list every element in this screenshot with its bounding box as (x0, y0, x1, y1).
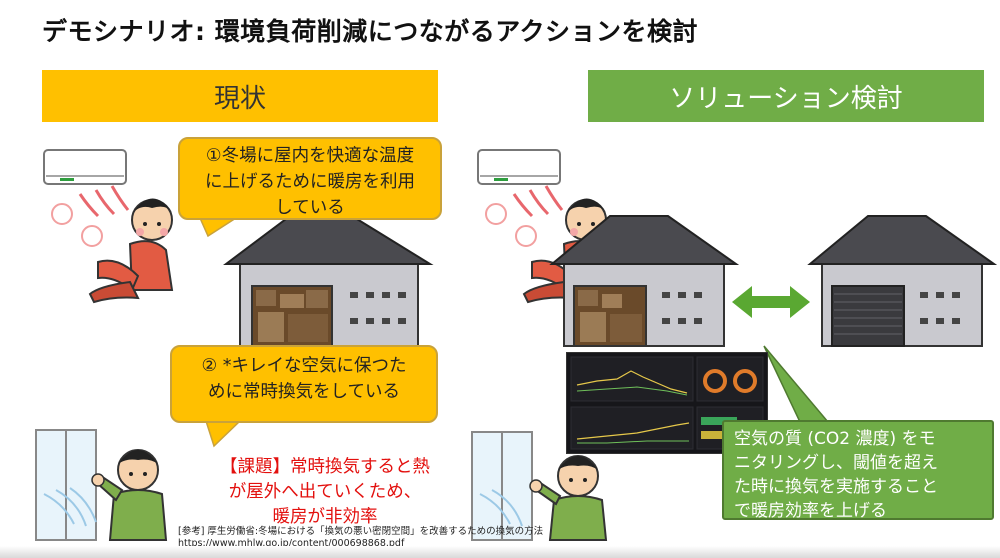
reference-note: [参考] 厚生労働省:冬場における「換気の悪い密閉空間」を改善するための換気の方… (178, 526, 543, 550)
solution-line: ニタリングし、閾値を超え (734, 453, 938, 473)
warehouse-icon (807, 215, 998, 347)
air-conditioner-icon (43, 149, 127, 185)
bottom-shadow (0, 546, 1000, 558)
reference-url: https://www.mhlw.go.jp/content/000698868… (178, 538, 405, 549)
reference-title: [参考] 厚生労働省:冬場における「換気の悪い密閉空間」を改善するための換気の方… (178, 526, 544, 537)
person-waving-icon (91, 449, 168, 541)
solution-line: 空気の質 (CO2 濃度) をモ (734, 429, 936, 449)
page-title: デモシナリオ: 環境負荷削減につながるアクションを検討 (42, 17, 698, 46)
speech-bubble-heating: ①冬場に屋内を快適な温度 に上げるために暖房を利用 している (178, 137, 442, 220)
person-relaxing-icon (88, 198, 174, 304)
bubble-line: ①冬場に屋内を快適な温度 (205, 146, 415, 166)
wind-icon (43, 487, 97, 527)
heat-wave-icon (78, 185, 130, 218)
double-arrow-icon (732, 286, 810, 318)
bubble-line: めに常時換気をしている (208, 382, 400, 402)
speech-bubble-ventilation: ② *キレイな空気に保つた めに常時換気をしている (170, 345, 438, 423)
bubble-line: に上げるために暖房を利用 (205, 172, 415, 192)
bubble-tail (204, 420, 242, 448)
solution-line: で暖房効率を上げる (734, 501, 887, 521)
heat-cloud-icon (51, 203, 103, 247)
issue-line: が屋外へ出ていくため、 (228, 482, 422, 502)
window-icon (471, 431, 533, 541)
bubble-line: している (275, 198, 345, 218)
solution-header: ソリューション検討 (588, 70, 984, 122)
solution-callout: 空気の質 (CO2 濃度) をモ ニタリングし、閾値を超え た時に換気を実施する… (722, 420, 994, 521)
issue-text: 【課題】常時換気すると熱 が屋外へ出ていくため、 暖房が非効率 (195, 455, 455, 530)
window-icon (35, 429, 97, 541)
heat-wave-icon (512, 185, 564, 218)
solution-line: た時に換気を実施すること (734, 477, 938, 497)
air-conditioner-icon (477, 149, 561, 185)
callout-pointer (763, 345, 830, 423)
bubble-line: ② *キレイな空気に保つた (201, 356, 407, 376)
issue-line: 暖房が非効率 (272, 507, 378, 527)
wind-icon (479, 489, 523, 527)
person-waving-icon (529, 455, 608, 541)
heat-cloud-icon (485, 203, 537, 247)
current-state-header: 現状 (42, 70, 438, 122)
warehouse-icon (223, 215, 434, 347)
issue-line: 【課題】常時換気すると熱 (220, 457, 430, 477)
warehouse-icon (549, 215, 740, 347)
